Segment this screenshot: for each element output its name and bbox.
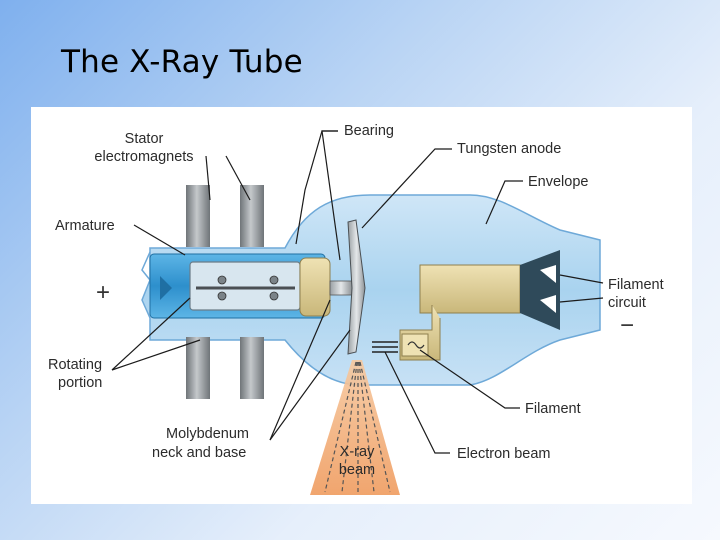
label-rotating-1: Rotating xyxy=(48,357,102,373)
label-filament-circuit-1: Filament xyxy=(608,277,664,293)
label-xray-1: X-ray xyxy=(340,444,375,460)
xray-tube-diagram: Stator electromagnets Bearing Tungsten a… xyxy=(48,123,664,495)
molybdenum-neck xyxy=(329,280,353,296)
label-electron-beam: Electron beam xyxy=(457,446,551,462)
leader-lines xyxy=(111,130,604,454)
label-envelope: Envelope xyxy=(528,174,588,190)
label-filament-circuit-2: circuit xyxy=(608,295,646,311)
label-stator-1: Stator xyxy=(125,131,164,147)
label-filament: Filament xyxy=(525,401,581,417)
stator-electromagnets xyxy=(186,185,264,399)
tungsten-anode-disc xyxy=(347,219,366,355)
minus-sign: − xyxy=(620,312,634,339)
label-rotating-2: portion xyxy=(58,375,102,391)
rotating-portion xyxy=(149,253,331,319)
label-xray-2: beam xyxy=(339,462,375,478)
label-bearing: Bearing xyxy=(344,123,394,139)
slide-title: The X-Ray Tube xyxy=(61,44,303,80)
cathode-assembly xyxy=(399,250,560,361)
xray-beam-dashes xyxy=(324,361,391,493)
label-tungsten-anode: Tungsten anode xyxy=(457,141,561,157)
label-armature: Armature xyxy=(55,218,115,234)
plus-sign: + xyxy=(96,279,110,306)
diagram-panel: Stator electromagnets Bearing Tungsten a… xyxy=(31,107,692,504)
label-moly-2: neck and base xyxy=(152,445,246,461)
label-stator-2: electromagnets xyxy=(94,149,193,165)
label-moly-1: Molybdenum xyxy=(166,426,249,442)
